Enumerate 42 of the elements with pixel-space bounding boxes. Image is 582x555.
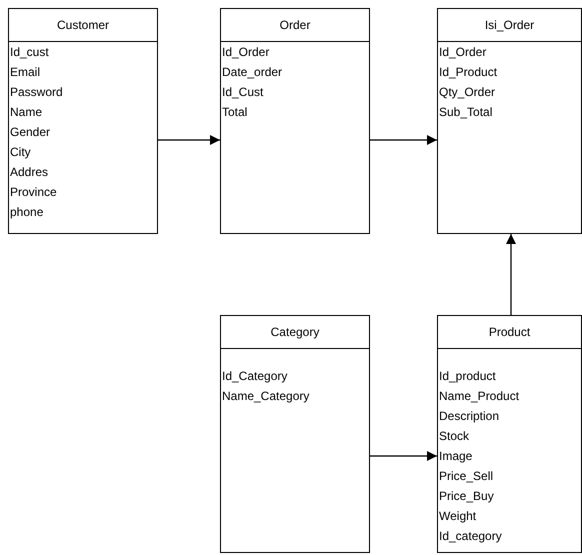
table-name: Product: [488, 324, 530, 341]
entity-table: [220, 315, 370, 553]
field-name: Password: [10, 84, 63, 101]
field-name: Id_Product: [439, 64, 498, 81]
field-name: City: [10, 144, 31, 161]
field-name: Weight: [439, 508, 476, 525]
table-name: Order: [280, 17, 310, 34]
field-name: Id_Order: [439, 44, 486, 61]
field-name: phone: [10, 204, 44, 221]
field-name: Name: [10, 104, 42, 121]
arrow: [158, 135, 220, 145]
field-name: Province: [10, 184, 57, 201]
field-name: Gender: [10, 124, 50, 141]
field-name: Total: [222, 104, 248, 121]
table-name: Customer: [56, 17, 109, 34]
field-name: Name_Product: [439, 388, 520, 405]
table-name: Isi_Order: [484, 17, 534, 34]
entity-table: [437, 8, 582, 234]
arrow: [370, 451, 437, 461]
entity-table: [220, 8, 370, 234]
field-name: Addres: [10, 164, 48, 181]
entity-table: [437, 315, 582, 553]
arrow: [370, 135, 437, 145]
field-name: Id_Category: [222, 368, 288, 385]
field-name: Id_category: [439, 528, 502, 545]
field-name: Description: [439, 408, 500, 425]
table-name: Category: [270, 324, 320, 341]
entity-table: [8, 8, 158, 234]
field-name: Sub_Total: [439, 104, 492, 121]
field-name: Email: [10, 64, 40, 81]
field-name: Name_Category: [222, 388, 310, 405]
field-name: Date_order: [222, 64, 282, 81]
field-name: Stock: [439, 428, 470, 445]
field-name: Id_Order: [222, 44, 270, 61]
field-name: Id_cust: [10, 44, 49, 61]
field-name: Price_Buy: [439, 488, 494, 505]
field-name: Id_Cust: [222, 84, 264, 101]
field-name: Price_Sell: [439, 468, 494, 485]
field-name: Qty_Order: [439, 84, 496, 101]
field-name: Image: [439, 448, 472, 465]
field-name: Id_product: [439, 368, 496, 385]
arrow: [506, 234, 516, 315]
